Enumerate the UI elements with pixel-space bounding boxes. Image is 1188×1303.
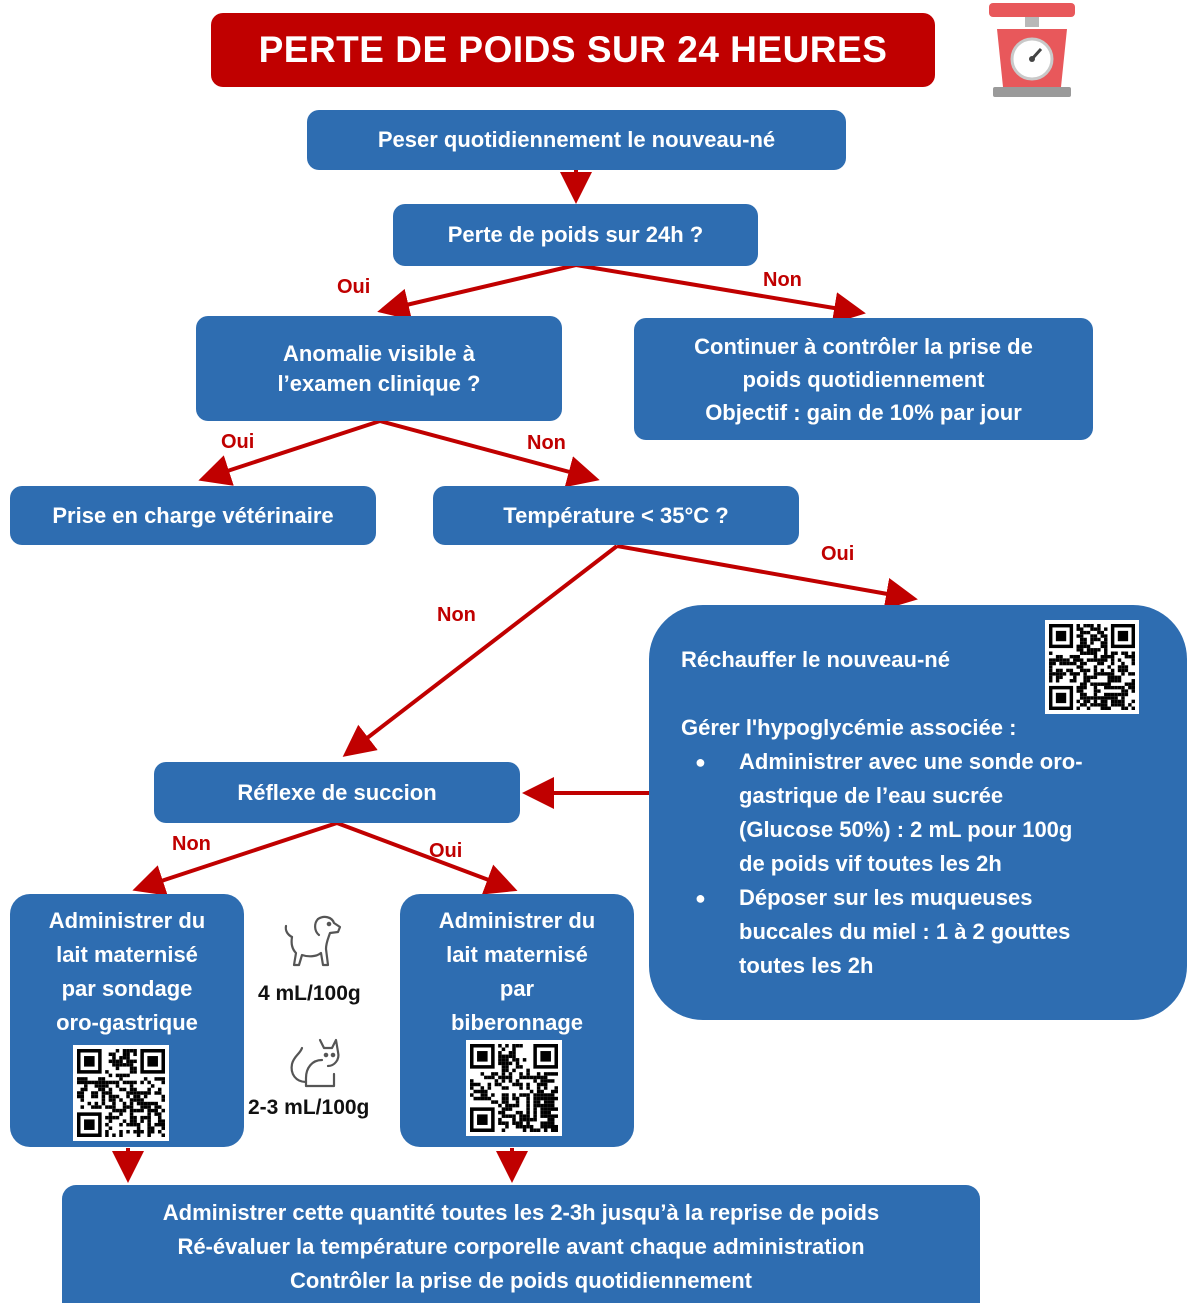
qr-code-icon: [73, 1045, 169, 1141]
qr-code-icon: [1045, 620, 1139, 714]
vet-care-text: Prise en charge vétérinaire: [52, 502, 334, 528]
bottle-feeding-line: Administrer du: [438, 908, 596, 933]
tube-feeding-line: par sondage: [61, 976, 193, 1001]
weight-loss-question-text: Perte de poids sur 24h ?: [447, 222, 704, 248]
branch-label-loss-no: Non: [763, 269, 802, 291]
final-instructions-box: Administrer cette quantité toutes les 2-…: [62, 1185, 980, 1303]
cat-icon: [286, 1034, 342, 1090]
anomaly-question-box: Anomalie visible à l’examen clinique ?: [196, 316, 562, 421]
hypoglycemia-heading: Gérer l'hypoglycémie associée :: [681, 715, 1017, 740]
continue-monitoring-line: Objectif : gain de 10% par jour: [705, 399, 1022, 425]
tube-feeding-line: lait maternisé: [56, 942, 198, 967]
weigh-newborn-text: Peser quotidiennement le nouveau-né: [377, 127, 776, 153]
arrow-suck-yes: [336, 821, 518, 895]
branch-label-suck-yes: Oui: [429, 840, 463, 862]
arrow-temp-yes: [616, 544, 918, 610]
final-instruction-line: Ré-évaluer la température corporelle ava…: [177, 1234, 865, 1259]
tube-feeding-line: oro-gastrique: [56, 1010, 198, 1035]
continue-monitoring-line: poids quotidiennement: [742, 366, 985, 392]
page-title: PERTE DE POIDS SUR 24 HEURES: [211, 13, 935, 87]
bottle-feeding-line: par: [499, 976, 535, 1001]
dog-icon: [282, 913, 344, 971]
arrow-anomaly-yes: [198, 419, 381, 486]
weigh-newborn-box: Peser quotidiennement le nouveau-né: [307, 110, 846, 170]
anomaly-question-line: l’examen clinique ?: [277, 370, 481, 396]
kitchen-scale-icon: [983, 3, 1081, 99]
branch-label-temp-yes: Oui: [821, 543, 855, 565]
arrow-loss-yes: [377, 263, 577, 321]
cat-dose-label: 2-3 mL/100g: [248, 1096, 370, 1119]
continue-monitoring-box: Continuer à contrôler la prise de poids …: [634, 318, 1093, 440]
hypoglycemia-list: Administrer avec une sonde oro-gastrique…: [681, 745, 1091, 983]
arrow-suck-no: [132, 821, 338, 896]
tube-feeding-box: Administrer du lait maternisé par sondag…: [10, 894, 244, 1147]
dog-dose-label: 4 mL/100g: [258, 982, 361, 1005]
vet-care-box: Prise en charge vétérinaire: [10, 486, 376, 545]
hypoglycemia-bullet: Administrer avec une sonde oro-gastrique…: [681, 745, 1091, 881]
hypoglycemia-bullet: Déposer sur les muqueuses buccales du mi…: [681, 881, 1091, 983]
arrow-loss-no: [575, 263, 866, 324]
temperature-question-box: Température < 35°C ?: [433, 486, 799, 545]
continue-monitoring-line: Continuer à contrôler la prise de: [694, 333, 1033, 359]
anomaly-question-line: Anomalie visible à: [283, 341, 475, 367]
suckling-reflex-box: Réflexe de succion: [154, 762, 520, 823]
final-instruction-line: Contrôler la prise de poids quotidiennem…: [289, 1268, 753, 1293]
reheat-text: Réchauffer le nouveau-né: [681, 647, 950, 672]
bottle-feeding-line: lait maternisé: [446, 942, 588, 967]
suckling-reflex-text: Réflexe de succion: [237, 779, 437, 805]
branch-label-loss-yes: Oui: [337, 276, 371, 298]
arrow-anomaly-no: [379, 419, 600, 488]
branch-label-temp-no: Non: [437, 604, 476, 626]
qr-code-icon: [466, 1040, 562, 1136]
branch-label-suck-no: Non: [172, 833, 211, 855]
tube-feeding-line: Administrer du: [48, 908, 206, 933]
arrow-temp-no: [342, 544, 619, 757]
bottle-feeding-line: biberonnage: [450, 1010, 583, 1035]
branch-label-anomaly-no: Non: [527, 432, 566, 454]
temperature-question-text: Température < 35°C ?: [503, 502, 729, 528]
branch-label-anomaly-yes: Oui: [221, 431, 255, 453]
weight-loss-question-box: Perte de poids sur 24h ?: [393, 204, 758, 266]
final-instruction-line: Administrer cette quantité toutes les 2-…: [162, 1200, 880, 1225]
